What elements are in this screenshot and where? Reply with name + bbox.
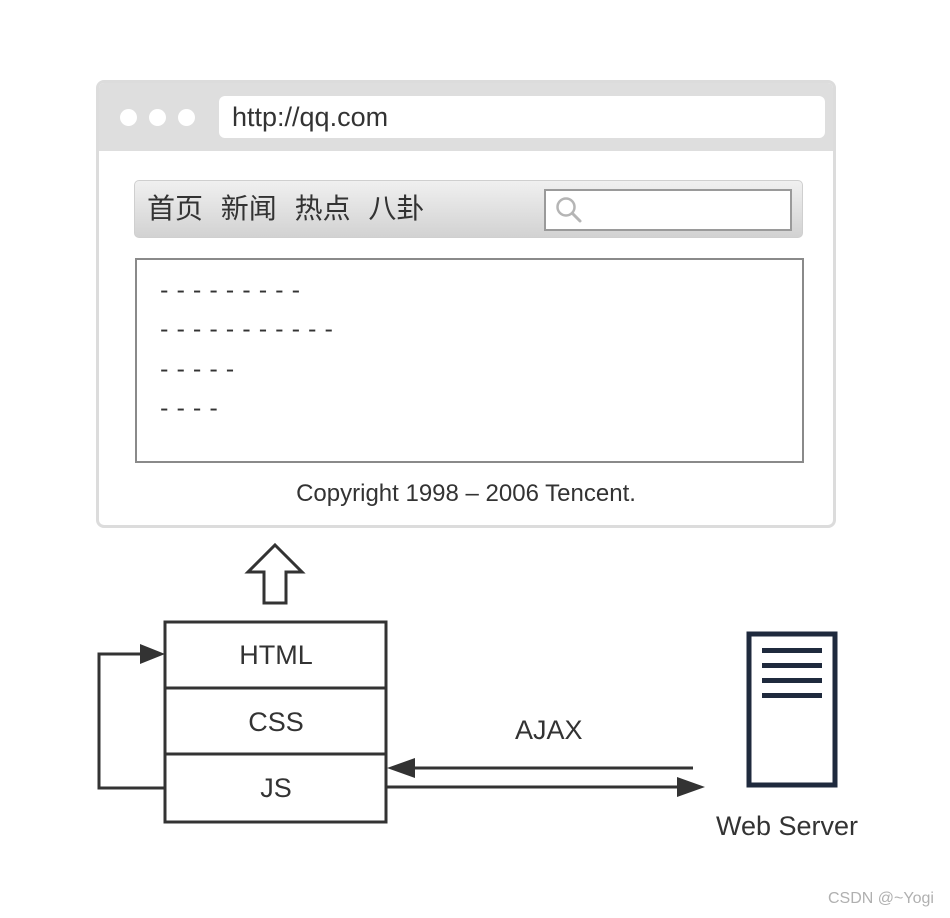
window-dot-icon <box>120 109 137 126</box>
server-to-js-arrowhead <box>387 758 415 778</box>
content-placeholder-line: ----------- <box>157 315 338 343</box>
stack-layer-css <box>163 686 388 756</box>
copyright-footer: Copyright 1998 – 2006 Tencent. <box>296 480 636 507</box>
server-icon <box>746 631 838 788</box>
nav-item-hot[interactable]: 热点 <box>294 193 351 224</box>
browser-window: http://qq.com 首页 新闻 热点 八卦 --------- ----… <box>96 80 836 528</box>
loop-arrowhead <box>140 644 165 664</box>
js-to-html-loop-arrow <box>97 652 165 790</box>
browser-titlebar: http://qq.com <box>99 83 833 151</box>
search-icon <box>556 197 582 223</box>
nav-item-gossip[interactable]: 八卦 <box>368 193 425 224</box>
page-content-area: --------- ----------- ----- ---- <box>135 258 804 463</box>
ajax-label: AJAX <box>515 715 583 745</box>
server-label: Web Server <box>716 811 859 841</box>
window-dot-icon <box>178 109 195 126</box>
content-placeholder-line: ----- <box>157 355 240 383</box>
watermark: CSDN @~Yogi <box>828 890 934 907</box>
nav-menu: 首页 新闻 热点 八卦 <box>147 181 434 237</box>
address-bar[interactable]: http://qq.com <box>219 96 825 138</box>
window-dot-icon <box>149 109 166 126</box>
stack-label-css: CSS <box>248 707 304 737</box>
up-arrow-icon <box>244 542 306 605</box>
nav-item-home[interactable]: 首页 <box>147 193 204 224</box>
content-placeholder-line: ---- <box>157 394 223 422</box>
site-navbar: 首页 新闻 热点 八卦 <box>134 180 803 238</box>
js-to-server-arrowhead <box>677 777 705 797</box>
nav-item-news[interactable]: 新闻 <box>220 193 277 224</box>
stack-label-js: JS <box>260 773 292 803</box>
stack-label-html: HTML <box>239 640 313 670</box>
search-input[interactable] <box>544 189 792 231</box>
content-placeholder-line: --------- <box>157 276 306 304</box>
